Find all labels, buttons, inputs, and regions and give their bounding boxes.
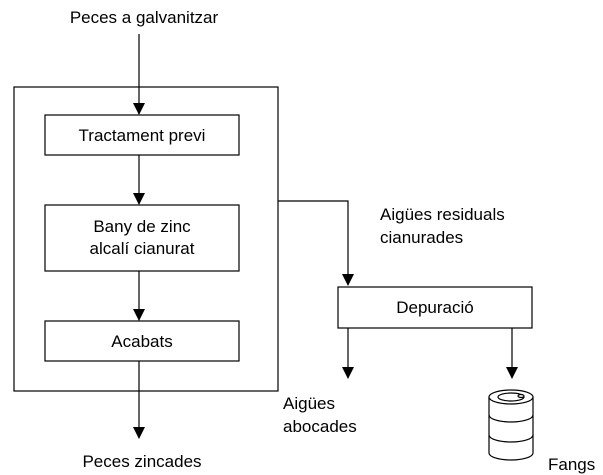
discharged-water-label-line1: Aigües xyxy=(283,394,335,413)
zinc-bath-box xyxy=(44,204,240,272)
sludge-label: Fangs xyxy=(548,455,595,474)
pretreatment-label: Tractament previ xyxy=(79,126,206,145)
output-label: Peces zincades xyxy=(82,452,201,471)
input-label: Peces a galvanitzar xyxy=(70,8,219,27)
pretreatment-box xyxy=(44,114,240,156)
barrel-icon xyxy=(488,389,534,461)
zinc-bath-label-line1: Bany de zinc xyxy=(93,217,191,236)
treatment-box xyxy=(337,286,533,329)
zinc-bath-label-line2: alcalí cianurat xyxy=(90,239,195,258)
arrow-process-to-treatment xyxy=(278,200,354,286)
finishing-label: Acabats xyxy=(111,332,172,351)
galvanizing-process-boundary xyxy=(13,86,279,392)
wastewater-label-line1: Aigües residuals xyxy=(380,205,505,224)
discharged-water-label-line2: abocades xyxy=(283,417,357,436)
finishing-box xyxy=(44,320,240,362)
treatment-label: Depuració xyxy=(396,298,474,317)
wastewater-label-line2: cianurades xyxy=(380,228,463,247)
